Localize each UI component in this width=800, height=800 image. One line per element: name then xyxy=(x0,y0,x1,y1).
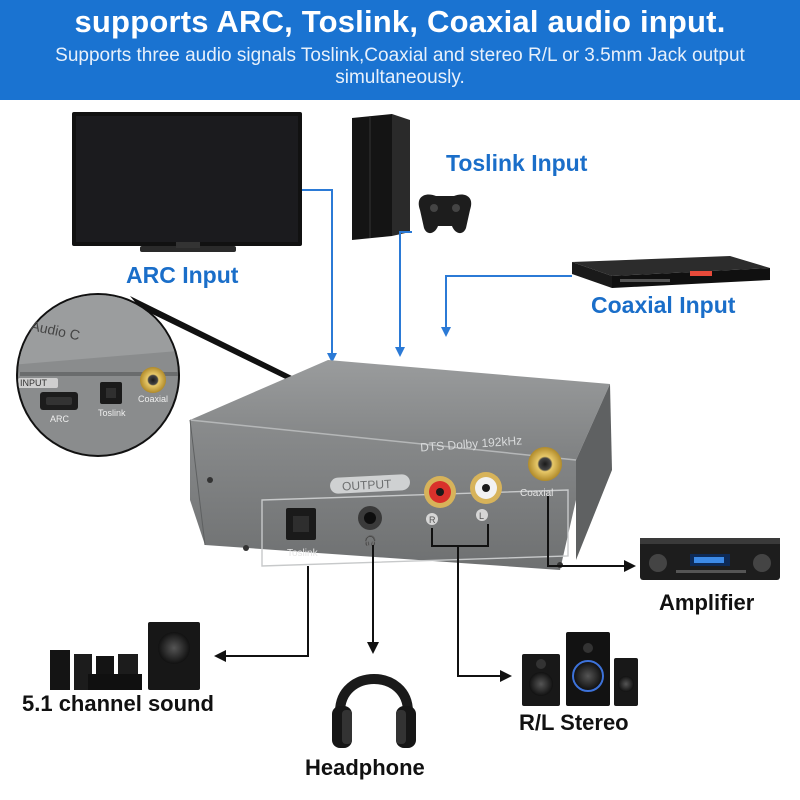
left-channel-label: L xyxy=(479,511,484,521)
inset-toslink-port-label: Toslink xyxy=(98,408,126,418)
amplifier-output-arrow xyxy=(547,496,636,572)
inset-arc-port-label: ARC xyxy=(50,414,70,424)
audio-converter-device: OUTPUT DTS Dolby 192kHz Toslink 🎧 R L Co… xyxy=(189,360,612,570)
surround-speaker-set-icon xyxy=(50,622,200,690)
dvd-player-icon xyxy=(572,256,770,288)
toslink-input-arrow xyxy=(399,231,412,352)
zoom-inset: Audio C INPUT ARC Toslink Coaxial xyxy=(16,293,300,457)
output-badge: OUTPUT xyxy=(342,477,393,494)
inset-coaxial-port-label: Coaxial xyxy=(138,394,168,404)
device-coaxial-label: Coaxial xyxy=(520,488,553,499)
game-console-icon xyxy=(352,114,472,240)
right-channel-label: R xyxy=(429,515,436,525)
stereo-output-arrow xyxy=(457,546,512,682)
device-toslink-label: Toslink xyxy=(287,548,319,559)
headphone-label: Headphone xyxy=(305,755,425,780)
output-arrows xyxy=(214,496,636,682)
stereo-bracket xyxy=(431,524,489,547)
input-arrows xyxy=(302,189,572,363)
inset-input-badge: INPUT xyxy=(20,378,48,388)
stereo-speaker-set-icon xyxy=(522,632,638,706)
header-banner: supports ARC, Toslink, Coaxial audio inp… xyxy=(0,0,800,100)
surround-sound-label: 5.1 channel sound xyxy=(22,691,214,716)
coaxial-input-label: Coaxial Input xyxy=(591,292,736,318)
coaxial-input-arrow xyxy=(441,275,572,337)
stereo-label: R/L Stereo xyxy=(519,710,629,735)
toslink-input-label: Toslink Input xyxy=(446,150,588,176)
banner-subtitle: Supports three audio signals Toslink,Coa… xyxy=(55,45,745,88)
arc-input-arrow xyxy=(302,189,337,363)
amplifier-label: Amplifier xyxy=(659,590,755,615)
arc-input-label: ARC Input xyxy=(126,262,239,288)
headphone-jack-glyph: 🎧 xyxy=(364,534,376,547)
headphone-icon xyxy=(332,674,416,748)
amplifier-icon xyxy=(640,538,780,580)
tv-icon xyxy=(72,112,302,252)
banner-title: supports ARC, Toslink, Coaxial audio inp… xyxy=(74,4,726,39)
surround-output-arrow xyxy=(214,566,309,662)
